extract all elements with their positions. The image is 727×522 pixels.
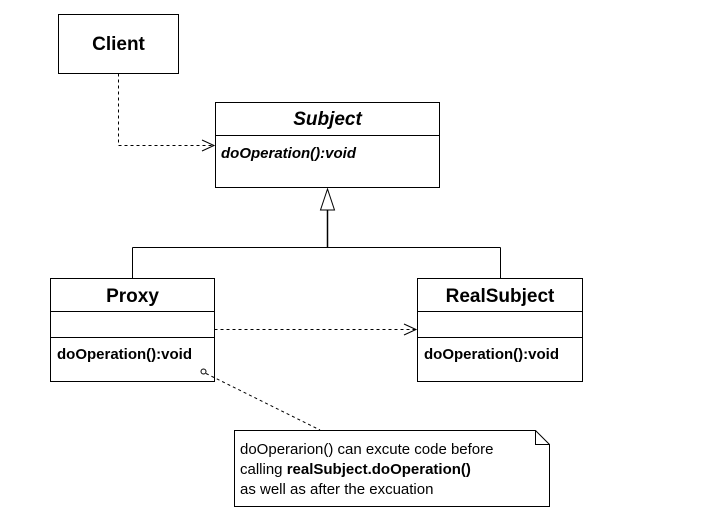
note-line-2-prefix: calling [240,461,287,478]
note-anchor-line [205,373,321,431]
note-line-3: as well as after the excuation [240,481,433,498]
client-title: Client [92,34,145,55]
note-line-2-bold: realSubject.doOperation() [287,461,471,478]
note-shape [234,430,550,507]
client-subject-dependency [118,73,216,152]
note-anchor-circle [200,368,207,375]
subject-box [215,102,440,188]
subject-title: Subject [293,109,362,130]
real-subject-operation: doOperation():void [424,346,559,363]
client-box [58,14,179,74]
subject-operation: doOperation():void [221,145,357,162]
client-class[interactable]: Client [58,14,179,74]
client-subject-dependency-line [118,73,214,146]
generalization-triangle [319,187,336,211]
note-line-2: calling realSubject.doOperation() [240,461,471,478]
proxy-class[interactable]: Proxy doOperation():void [50,278,215,382]
proxy-real-subject-association [214,323,418,336]
note[interactable]: doOperarion() can excute code before cal… [234,430,550,507]
generalization-arrow [132,187,501,279]
subject-interface[interactable]: Subject doOperation():void [215,102,440,188]
note-fold [535,430,550,445]
proxy-real-subject-arrowhead [403,323,418,336]
client-subject-arrowhead [201,139,216,152]
real-subject-class[interactable]: RealSubject doOperation():void [417,278,583,382]
note-anchor [200,368,321,431]
proxy-title: Proxy [106,286,159,307]
note-line-1: doOperarion() can excute code before [240,441,493,458]
real-subject-title: RealSubject [446,286,555,307]
proxy-operation: doOperation():void [57,346,192,363]
proxy-box [50,278,215,382]
real-subject-box [417,278,583,382]
